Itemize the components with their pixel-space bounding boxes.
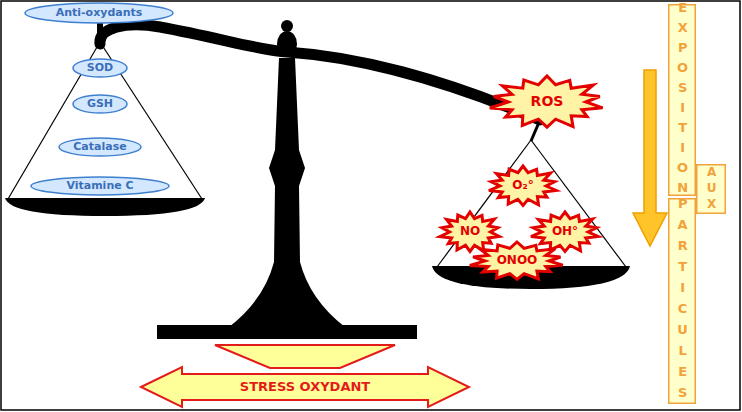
- node-label: Vitamine C: [66, 180, 133, 192]
- text-holder: Vitamine C: [30, 176, 170, 196]
- starburst-outline: [489, 166, 556, 205]
- node-label: NO: [460, 225, 480, 238]
- pole-knob: [281, 20, 293, 32]
- text-holder: GSH: [72, 94, 128, 114]
- pan-string: [531, 140, 626, 267]
- node-shape: [140, 344, 470, 410]
- node-label: O₂°: [512, 179, 533, 192]
- ellipse-outline: [73, 95, 127, 113]
- node-label: GSH: [87, 98, 113, 110]
- double-arrow-outline: [141, 367, 469, 407]
- down-arrow-outline: [215, 345, 395, 368]
- text-holder: PARTICULES: [668, 198, 696, 404]
- starburst-outline: [490, 76, 603, 127]
- exposure-arrow: [633, 70, 667, 246]
- node-label: ROS: [531, 94, 564, 109]
- text-holder: OH°: [529, 210, 601, 254]
- group-heading: Anti-oxydants: [24, 2, 174, 24]
- scale-beam: [100, 25, 540, 120]
- vertical-label: AUX: [704, 165, 717, 213]
- starburst-outline: [470, 242, 563, 279]
- vertical-label: PARTICULES: [675, 196, 689, 406]
- pole-knob: [277, 31, 297, 57]
- vertical-label-box: EXPOSITION: [668, 4, 696, 196]
- antioxidant-item: Vitamine C: [30, 176, 170, 196]
- text-holder: AUX: [696, 164, 726, 214]
- antioxidant-item: SOD: [72, 58, 128, 78]
- vertical-label-box: AUX: [696, 164, 726, 214]
- outcome-arrow: STRESS OXYDANT: [140, 344, 470, 410]
- ellipse-outline: [31, 177, 169, 195]
- radical-burst: NO: [438, 210, 502, 254]
- text-holder: STRESS OXYDANT: [140, 368, 470, 406]
- node-label: Catalase: [73, 141, 126, 153]
- radical-burst: O₂°: [487, 164, 559, 208]
- ellipse-outline: [73, 59, 127, 77]
- beam-hook: [531, 120, 540, 141]
- text-holder: Anti-oxydants: [24, 2, 174, 24]
- text-holder: O₂°: [487, 164, 559, 208]
- ros-burst: ROS: [488, 74, 606, 130]
- node-label: OH°: [552, 225, 578, 238]
- text-holder: ONOO: [468, 240, 566, 282]
- text-holder: NO: [438, 210, 502, 254]
- scale-base: [157, 325, 417, 339]
- node-label: SOD: [87, 62, 113, 74]
- text-holder: ROS: [488, 74, 606, 130]
- vertical-label: EXPOSITION: [675, 0, 689, 200]
- box-outline: [697, 165, 726, 214]
- ellipse-outline: [25, 3, 173, 23]
- text-holder: Catalase: [58, 137, 142, 157]
- antioxidant-item: Catalase: [58, 137, 142, 157]
- text-holder: EXPOSITION: [668, 4, 696, 196]
- ellipse-outline: [59, 138, 141, 156]
- vertical-label-box: PARTICULES: [668, 198, 696, 404]
- antioxidant-item: GSH: [72, 94, 128, 114]
- node-label: STRESS OXYDANT: [240, 380, 370, 394]
- radical-burst: OH°: [529, 210, 601, 254]
- text-holder: SOD: [72, 58, 128, 78]
- node-label: Anti-oxydants: [56, 7, 143, 19]
- starburst-outline: [440, 212, 499, 251]
- radical-burst: ONOO: [468, 240, 566, 282]
- starburst-outline: [531, 212, 598, 251]
- node-label: ONOO: [497, 254, 538, 267]
- left-pan: [5, 198, 205, 216]
- scale-pole: [229, 58, 345, 327]
